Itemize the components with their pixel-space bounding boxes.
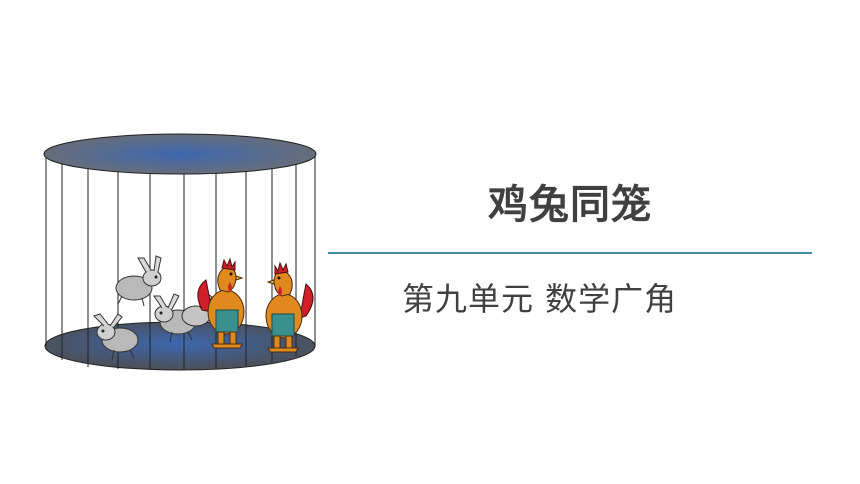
chicken xyxy=(197,257,245,349)
title-divider xyxy=(328,252,812,254)
cage-top xyxy=(43,133,317,175)
cage-illustration xyxy=(43,133,317,371)
rabbit xyxy=(93,313,139,361)
page-title: 鸡兔同笼 xyxy=(488,182,652,228)
rabbit xyxy=(115,255,162,307)
page-subtitle: 第九单元 数学广角 xyxy=(402,280,678,318)
chicken xyxy=(265,261,314,353)
